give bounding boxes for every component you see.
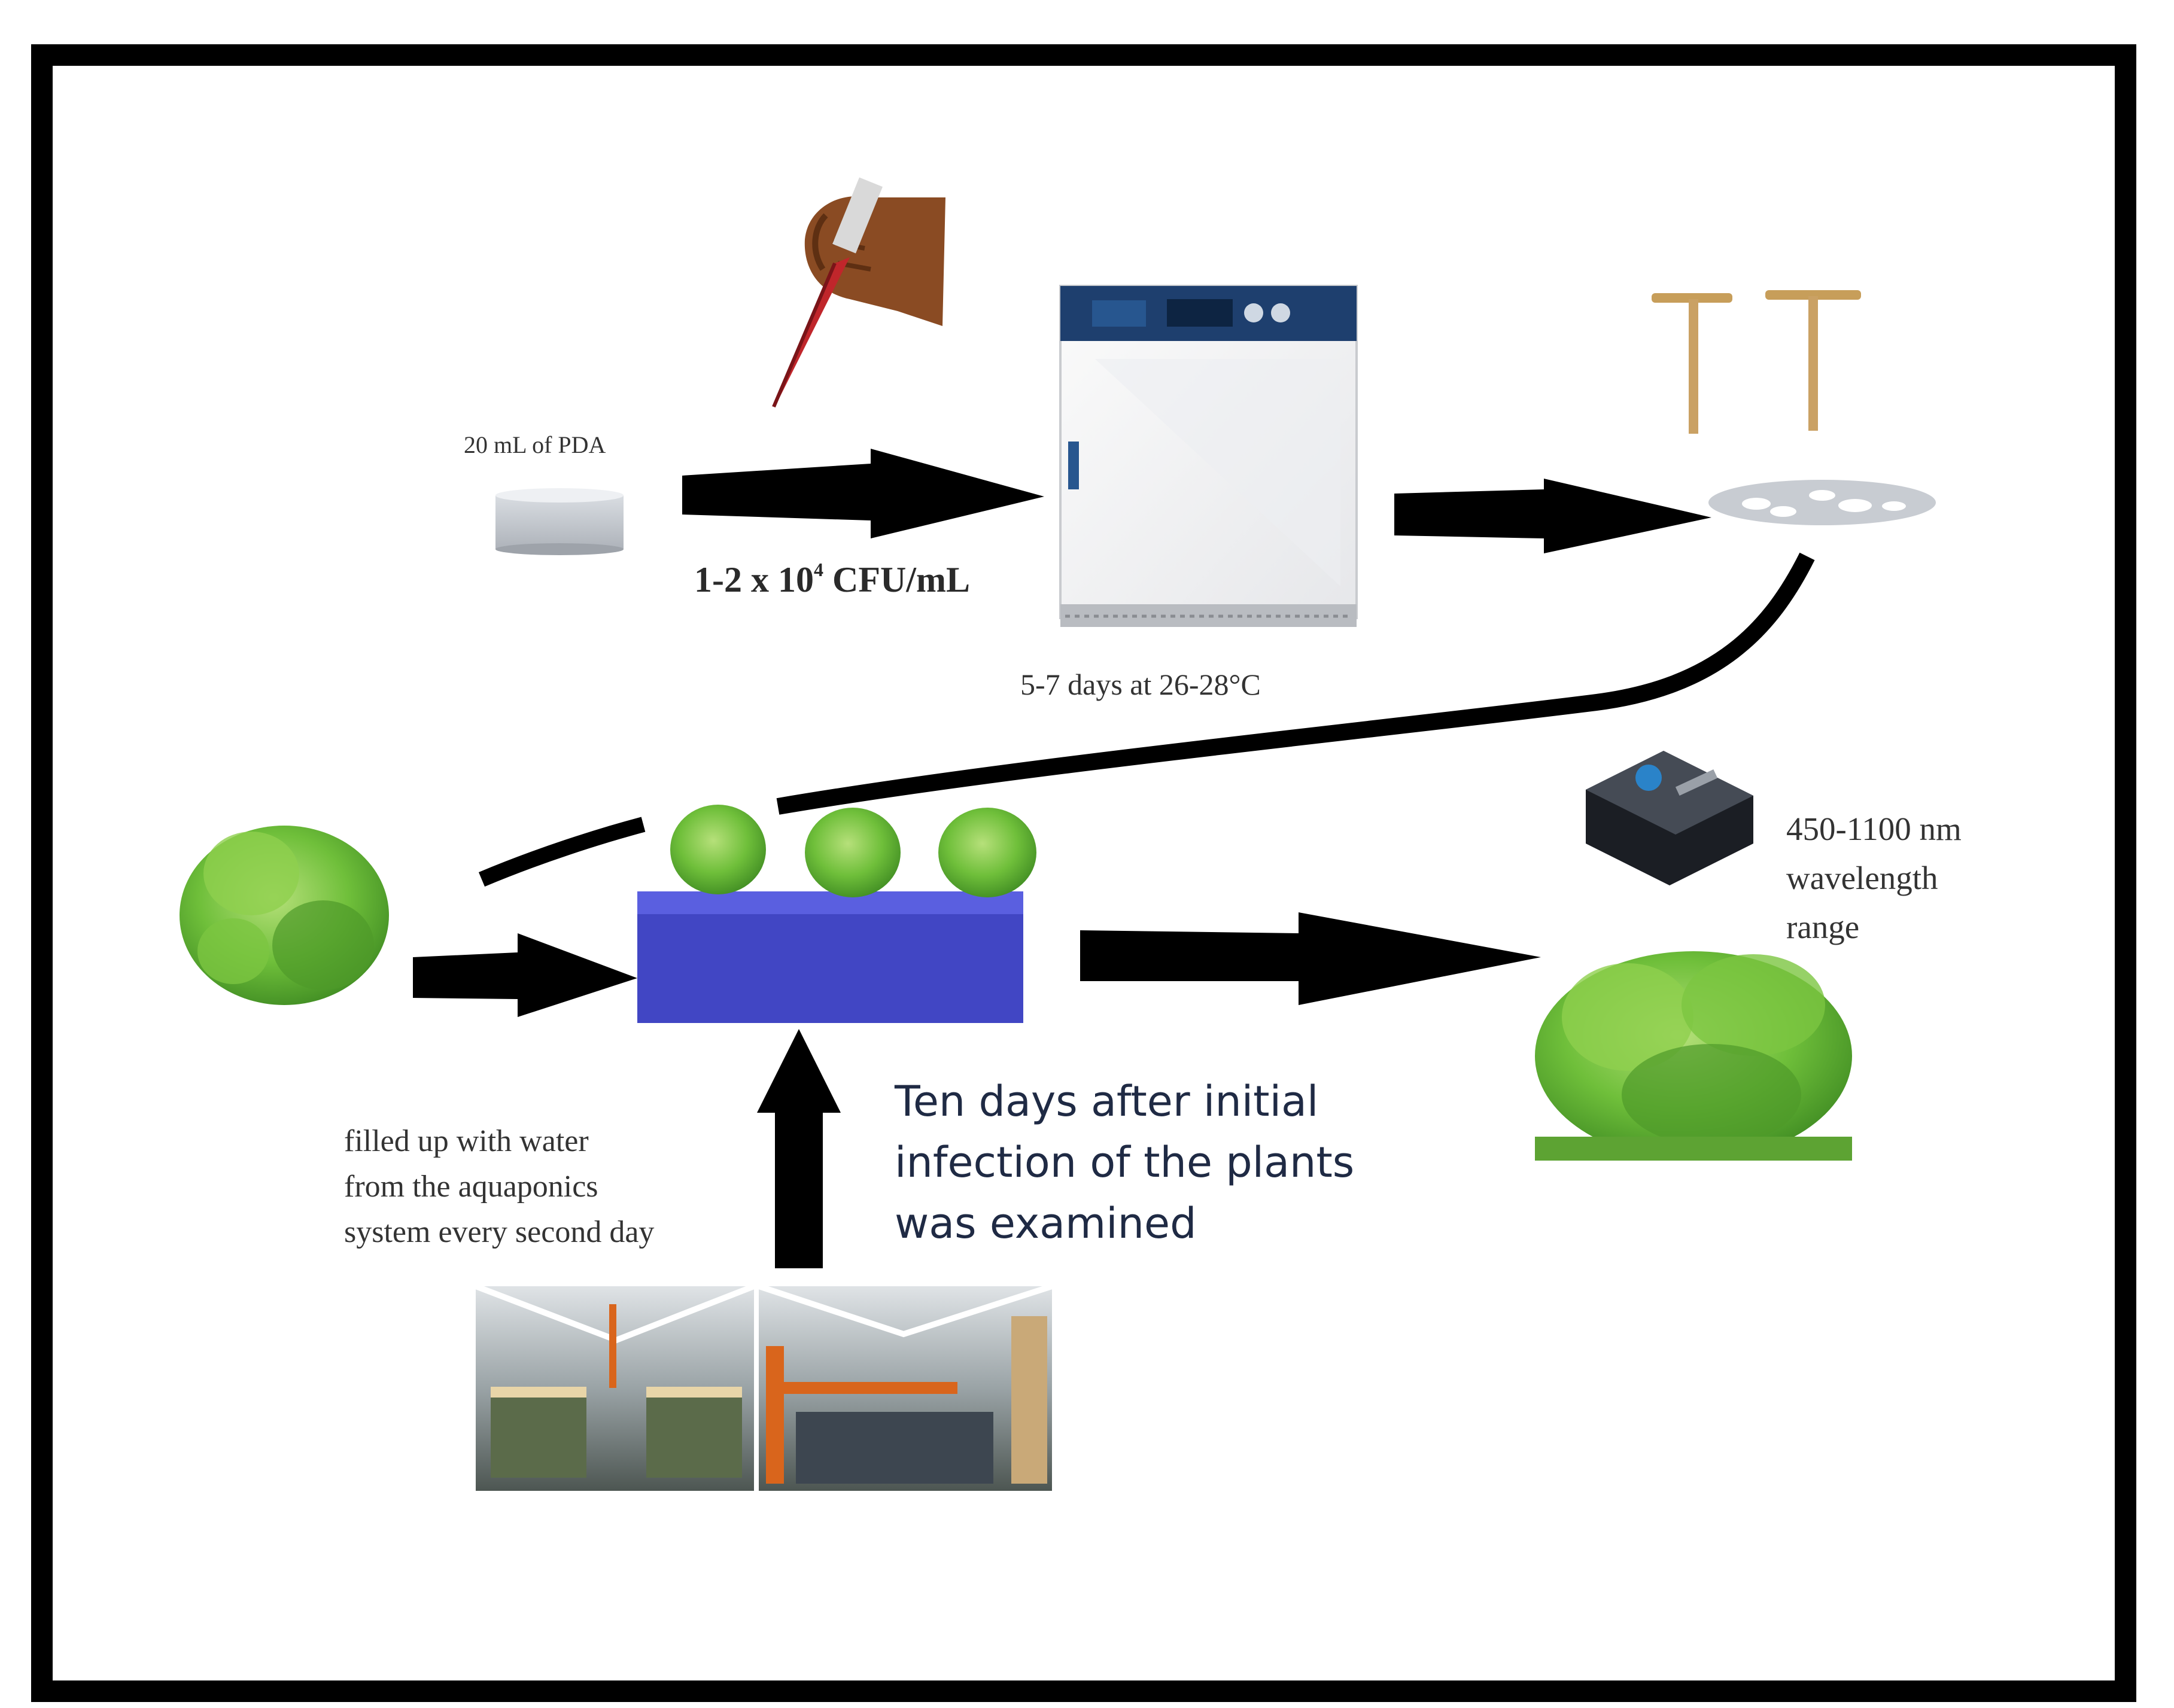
- examination-label: Ten days after initial infection of the …: [895, 1071, 1354, 1254]
- arrow-dish-to-incubator: [682, 449, 1044, 538]
- arrow-lettuce-to-tank: [413, 933, 637, 1017]
- water-line-1: filled up with water: [344, 1124, 589, 1158]
- wavelength-line-3: range: [1786, 909, 1860, 945]
- incubator-icon: [1059, 285, 1358, 627]
- cork-borer-icon: [1652, 290, 1861, 434]
- exam-line-1: Ten days after initial: [895, 1077, 1319, 1126]
- petri-plate-plugs-icon: [1708, 480, 1936, 525]
- lettuce-result-icon: [1535, 951, 1852, 1161]
- arrow-greenhouse-to-tank: [757, 1029, 841, 1268]
- pipette-icon: [772, 177, 945, 408]
- greenhouse-photo-2-icon: [758, 1283, 1053, 1491]
- concentration-exponent: 4: [813, 559, 823, 580]
- concentration-unit: CFU/mL: [823, 560, 970, 599]
- arrow-incubator-to-plugs: [1394, 479, 1711, 553]
- wavelength-line-2: wavelength: [1786, 860, 1938, 896]
- exam-line-2: infection of the plants: [895, 1138, 1355, 1187]
- wavelength-range-label: 450-1100 nm wavelength range: [1786, 805, 1962, 952]
- tank-lettuce-3: [938, 808, 1036, 897]
- water-line-3: system every second day: [344, 1215, 655, 1249]
- arrow-tank-to-result: [1080, 912, 1541, 1005]
- pda-volume-label: 20 mL of PDA: [464, 431, 606, 458]
- hydroponic-tank-icon: [637, 891, 1023, 1023]
- tank-lettuce-1: [670, 805, 766, 894]
- connector-line: [478, 552, 1815, 887]
- petri-dish-icon: [495, 488, 624, 555]
- exam-line-3: was examined: [895, 1199, 1197, 1248]
- tank-lettuce-2: [805, 808, 901, 897]
- wavelength-line-1: 450-1100 nm: [1786, 811, 1962, 847]
- lettuce-icon: [180, 826, 389, 1005]
- water-line-2: from the aquaponics: [344, 1170, 598, 1204]
- inoculum-concentration-label: 1-2 x 104 CFU/mL: [694, 559, 970, 601]
- incubation-label: 5-7 days at 26-28°C: [1020, 668, 1261, 701]
- water-refill-label: filled up with water from the aquaponics…: [344, 1119, 654, 1255]
- spectrometer-icon: [1586, 751, 1753, 885]
- greenhouse-photo-icon: [475, 1283, 755, 1491]
- concentration-base: 1-2 x 10: [694, 560, 814, 599]
- frame-border: [31, 44, 2136, 1702]
